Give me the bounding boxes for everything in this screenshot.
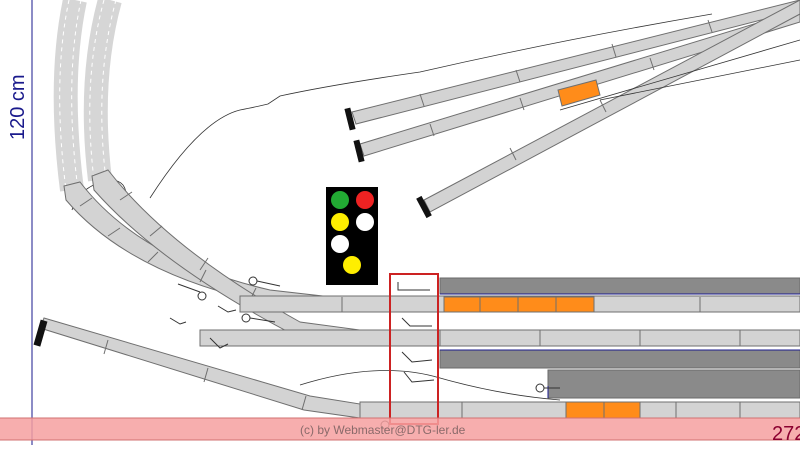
signal-lamp-white-left bbox=[331, 235, 349, 253]
buffer-stop-upper-2 bbox=[353, 139, 365, 163]
ghost-curves bbox=[53, 0, 122, 192]
signal-lamp-yellow-bottom bbox=[343, 256, 361, 274]
signal-lamp-red bbox=[356, 191, 374, 209]
upper-yard-tracks bbox=[351, 0, 800, 213]
signal-lamp-white-right bbox=[356, 213, 374, 231]
length-label: 272 bbox=[772, 423, 800, 445]
buffer-stop-upper-1 bbox=[344, 107, 356, 131]
signal-lamp-green bbox=[331, 191, 349, 209]
scale-band bbox=[0, 418, 800, 440]
station-tracks bbox=[199, 277, 800, 419]
watermark: (c) by Webmaster@DTG-ler.de bbox=[300, 423, 466, 437]
signal-panel bbox=[326, 187, 378, 285]
curved-tracks bbox=[63, 169, 361, 345]
signal-lamp-yellow-left bbox=[331, 213, 349, 231]
height-label: 120 cm bbox=[7, 74, 29, 140]
buffer-stop-lower-left bbox=[33, 319, 48, 347]
buffer-stop-upper-3 bbox=[416, 195, 432, 219]
turnout-symbols bbox=[169, 276, 560, 430]
landscape-outline bbox=[149, 13, 713, 199]
